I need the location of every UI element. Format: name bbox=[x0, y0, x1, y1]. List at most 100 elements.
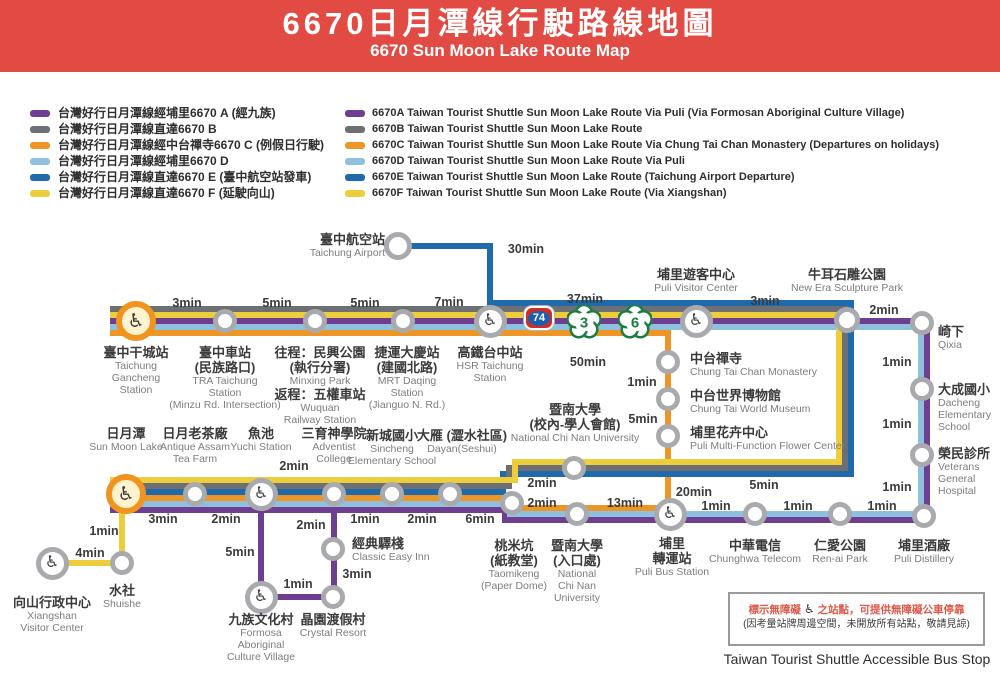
station-label-line: 臺中干城站 bbox=[103, 345, 169, 360]
station-dacheng-school bbox=[910, 377, 934, 401]
travel-time-label: 3min bbox=[148, 512, 178, 526]
svg-text:6: 6 bbox=[631, 315, 639, 332]
legend-label-zh-C: 台灣好行日月潭線經中台禪寺6670 C (例假日行駛) bbox=[58, 138, 325, 152]
route-line-F bbox=[49, 560, 125, 566]
station-label-line: Minxing Park bbox=[289, 375, 351, 387]
station-label-line: Adventist bbox=[312, 441, 356, 453]
travel-time-label: 3min bbox=[172, 296, 202, 310]
route-line-A bbox=[110, 318, 930, 324]
legend-color-chip-en-C bbox=[345, 142, 365, 149]
station-label-line: Chi Nan bbox=[558, 580, 596, 592]
station-label-line: 臺中車站 bbox=[198, 345, 251, 360]
station-label-line: School bbox=[938, 421, 971, 433]
station-label-line: Chunghwa Telecom bbox=[708, 553, 802, 565]
station-label-line: (入口處) bbox=[553, 553, 601, 568]
station-label-line: College bbox=[316, 453, 352, 465]
station-label-line: Veterans bbox=[938, 461, 980, 473]
station-label-line: Dacheng bbox=[938, 397, 981, 409]
station-label-line: 埔里 bbox=[658, 536, 686, 551]
station-label-line: 中台禪寺 bbox=[690, 351, 743, 366]
station-xiangshan-center: ♿ bbox=[35, 546, 69, 580]
station-label-line: 高鐵台中站 bbox=[457, 345, 523, 360]
station-label-line: 晶園渡假村 bbox=[300, 612, 366, 627]
route-line-C bbox=[110, 495, 518, 501]
travel-time-label: 3min bbox=[750, 294, 780, 308]
legend-label-zh-A: 台灣好行日月潭線經埔里6670 A (經九族) bbox=[58, 106, 276, 120]
station-label-line: 牛耳石雕公園 bbox=[807, 267, 887, 282]
station-sun-moon-lake: ♿ bbox=[106, 474, 146, 514]
station-label-line: 埔里遊客中心 bbox=[656, 267, 735, 282]
wheelchair-icon: ♿ bbox=[253, 588, 269, 605]
legend-label-en-F: 6670F Taiwan Tourist Shuttle Sun Moon La… bbox=[372, 187, 727, 199]
station-renai-park bbox=[828, 502, 852, 526]
station-ncnu-entrance bbox=[565, 502, 589, 526]
station-label-line: Station bbox=[119, 384, 153, 396]
station-label-line: Qixia bbox=[938, 339, 962, 351]
route-line-A bbox=[258, 507, 264, 600]
station-veterans-hospital bbox=[910, 443, 934, 467]
station-label-line: 捷運大慶站 bbox=[374, 345, 440, 360]
station-label-line: 經典驛棧 bbox=[352, 536, 405, 551]
travel-time-label: 1min bbox=[882, 417, 912, 431]
station-label-line: TRA Taichung bbox=[192, 375, 258, 387]
station-puli-distillery bbox=[912, 504, 936, 528]
route-line-B bbox=[842, 306, 848, 471]
wheelchair-icon: ♿ bbox=[803, 602, 815, 616]
station-label-line: Yuchi Station bbox=[230, 441, 292, 453]
travel-time-label: 4min bbox=[75, 546, 105, 560]
wheelchair-icon: ♿ bbox=[127, 310, 145, 332]
station-tra-taichung bbox=[213, 309, 237, 333]
station-label-line: 仁愛公園 bbox=[813, 538, 867, 553]
station-crystal-resort bbox=[321, 585, 345, 609]
travel-time-label: 1min bbox=[882, 480, 912, 494]
wheelchair-icon: ♿ bbox=[117, 483, 135, 505]
station-label-line: Chung Tai World Museum bbox=[690, 403, 811, 415]
station-label-line: 三育神學院 bbox=[301, 426, 367, 441]
station-label-line: Aboriginal bbox=[237, 639, 285, 651]
station-label-line: 桃米坑 bbox=[494, 538, 534, 553]
station-label-line: Tea Farm bbox=[172, 453, 218, 465]
station-label-line: 轉運站 bbox=[652, 551, 692, 566]
legend-label-en-B: 6670B Taiwan Tourist Shuttle Sun Moon La… bbox=[372, 123, 643, 135]
travel-time-label: 2min bbox=[296, 518, 326, 532]
station-label-line: (紙教堂) bbox=[490, 553, 538, 568]
travel-time-label: 3min bbox=[342, 567, 372, 581]
page-title: 6670日月潭線行駛路線地圖 bbox=[282, 6, 718, 41]
route-line-E bbox=[487, 243, 493, 306]
station-label-line: Antique Assam bbox=[159, 441, 231, 453]
station-label-line: Culture Village bbox=[226, 651, 296, 663]
station-label-line: Crystal Resort bbox=[299, 627, 367, 639]
station-label-line: HSR Taichung bbox=[456, 360, 524, 372]
station-label-line: Puli Distillery bbox=[893, 553, 955, 565]
wheelchair-icon: ♿ bbox=[253, 485, 269, 502]
accessible-note-caption: Taiwan Tourist Shuttle Accessible Bus St… bbox=[723, 651, 991, 667]
legend-color-chip-en-F bbox=[345, 190, 365, 197]
travel-time-label: 5min bbox=[262, 296, 292, 310]
route-line-D bbox=[110, 324, 924, 330]
station-label-line: New Era Sculpture Park bbox=[790, 282, 904, 294]
station-label-line: Visitor Center bbox=[20, 622, 84, 634]
station-label-line: 水社 bbox=[108, 583, 136, 598]
station-label-line: 中華電信 bbox=[728, 538, 781, 553]
legend-label-zh-F: 台灣好行日月潭線直達6670 F (延駛向山) bbox=[58, 186, 275, 200]
legend-color-chip-C bbox=[30, 142, 50, 149]
svg-text:3: 3 bbox=[580, 315, 588, 332]
station-label-line: Station bbox=[208, 387, 242, 399]
station-label-line: 暨南大學 bbox=[550, 538, 604, 553]
station-label-line: 大雁 (澀水社區) bbox=[416, 428, 508, 443]
